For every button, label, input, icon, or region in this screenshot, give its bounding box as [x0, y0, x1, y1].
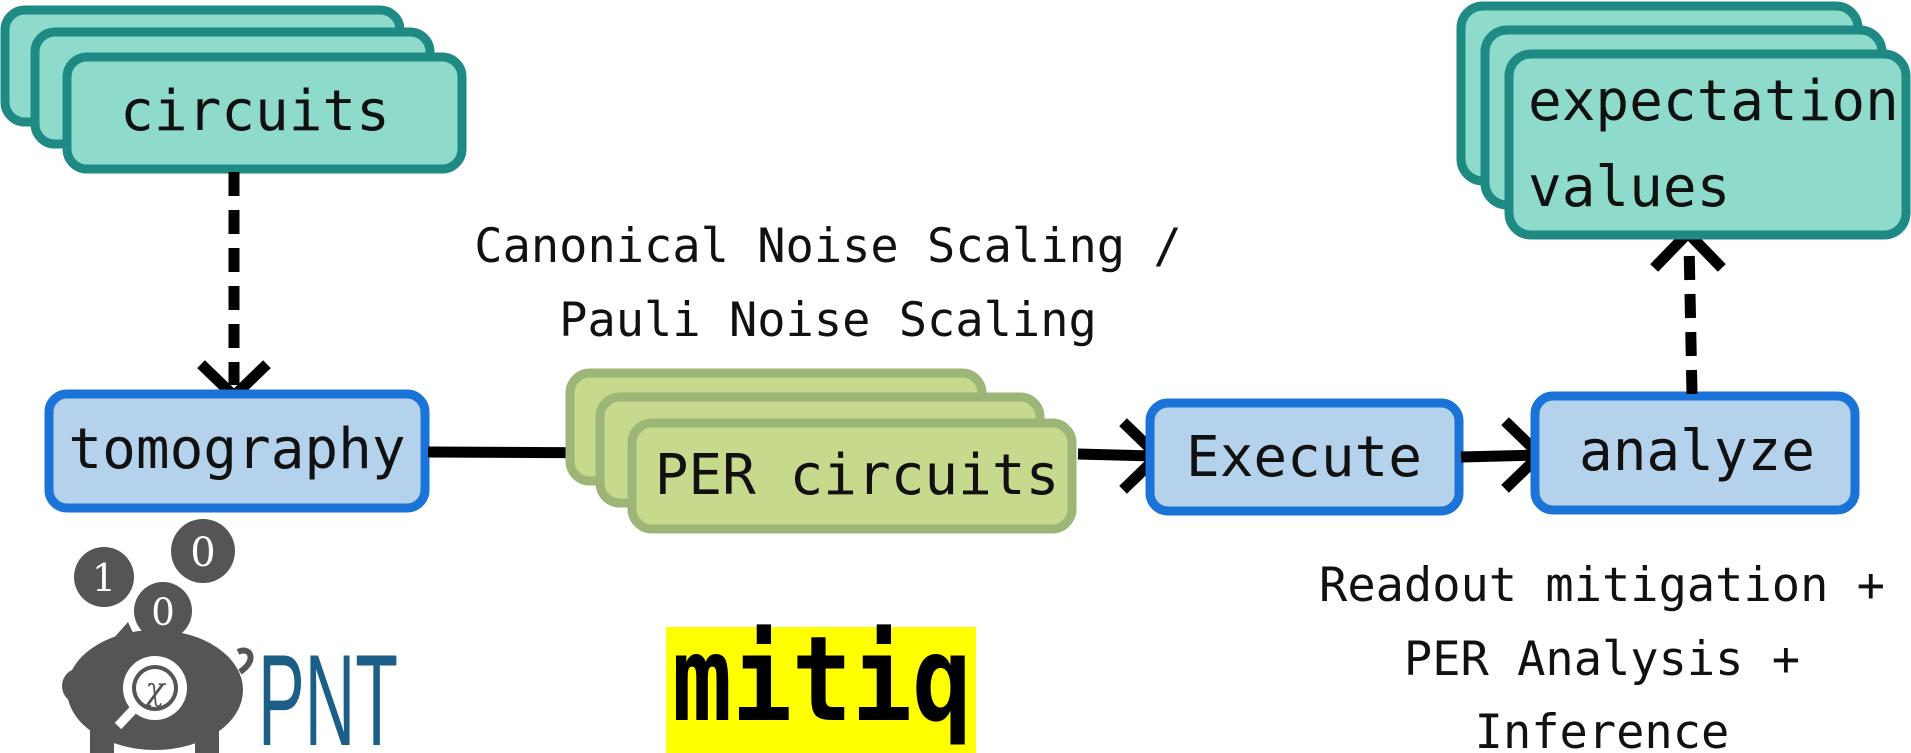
expectation-stack-front [1504, 49, 1911, 240]
coin-top-digit: 0 [190, 530, 215, 576]
analysis-note-line2: PER Analysis + [1404, 632, 1800, 687]
analysis-note-line1: Readout mitigation + [1319, 558, 1885, 613]
analysis-note-line3: Inference [1475, 705, 1730, 753]
scaling-note-line2: Pauli Noise Scaling [559, 293, 1097, 348]
pig-snout-icon [62, 668, 98, 704]
pnt-logo-text: PNT [258, 627, 398, 753]
magnifier-glass-icon [136, 669, 174, 707]
scaling-note-line1: Canonical Noise Scaling / [474, 219, 1181, 274]
arrow-execute-to-analyze [1460, 417, 1548, 493]
per-circuits-label: PER circuits [655, 443, 1060, 508]
arrow-circuits-to-tomography [197, 172, 271, 404]
per-circuits-node: PER circuits [565, 368, 1077, 534]
circuits-stack-front [62, 52, 467, 174]
pig-ear-icon [112, 622, 140, 648]
analyze-box [1530, 391, 1860, 515]
tomography-label: tomography [68, 417, 405, 482]
coin-left-digit: 1 [92, 556, 116, 600]
analyze-label: analyze [1579, 419, 1815, 484]
execute-box [1145, 398, 1464, 516]
expectation-values-node: expectation values [1456, 1, 1911, 240]
mitiq-logo: mitiq [666, 610, 976, 753]
expectation-label-line2: values [1528, 155, 1730, 220]
analyze-node: analyze [1530, 391, 1860, 515]
arrow-shaft [1460, 449, 1538, 463]
coin-mid-digit: 0 [151, 591, 175, 634]
pig-chi-symbol: χ [143, 670, 166, 708]
dashed-shaft [1683, 241, 1698, 395]
pig-tail-icon [236, 647, 254, 675]
coin-top-icon [171, 519, 235, 583]
arrow-analyze-to-expectation [1650, 225, 1726, 395]
mitiq-logo-text: mitiq [672, 610, 972, 748]
magnifier-handle-icon [114, 705, 138, 730]
tomography-box [44, 389, 430, 513]
circuits-label: circuits [120, 79, 390, 144]
coin-left-icon [74, 547, 134, 607]
scaling-note: Canonical Noise Scaling / Pauli Noise Sc… [474, 219, 1181, 348]
mitiq-logo-background [666, 627, 976, 753]
per-stack-front [627, 418, 1077, 534]
coin-mid-icon [134, 582, 192, 640]
circuits-node: circuits [0, 5, 467, 174]
expectation-label-line1: expectation [1528, 69, 1899, 134]
execute-node: Execute [1145, 398, 1464, 516]
pig-leg-icon [195, 726, 219, 753]
execute-label: Execute [1186, 425, 1422, 490]
pig-leg-icon [90, 726, 114, 753]
analysis-note: Readout mitigation + PER Analysis + Infe… [1319, 558, 1885, 753]
arrow-shaft [1077, 448, 1156, 462]
pnt-logo: PNT [258, 627, 398, 753]
piggy-bank-logo: 0 1 0 χ [62, 519, 254, 753]
tomography-node: tomography [44, 389, 430, 513]
